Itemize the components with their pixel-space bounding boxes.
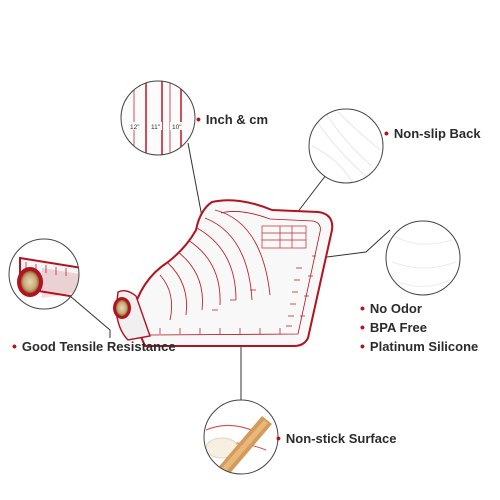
- callout-line-roll: [69, 295, 111, 338]
- mat-grid-ticks: [159, 255, 316, 334]
- bullet-dot: •: [360, 338, 365, 354]
- ruler-mark-12: 12": [130, 124, 140, 131]
- feature-label: Inch & cm: [205, 112, 269, 127]
- feature-label: Platinum Silicone: [369, 339, 479, 354]
- feature-non-slip-back: • Non-slip Back: [384, 125, 481, 142]
- mat-roll-end: [113, 297, 131, 319]
- ruler-mark-10: 10": [172, 124, 182, 131]
- zoom-non-slip-back: [308, 108, 384, 184]
- pastry-mat: [113, 199, 334, 347]
- bullet-dot: •: [384, 125, 389, 141]
- bullet-dot: •: [360, 300, 365, 316]
- zoom-no-odor: [385, 220, 461, 296]
- mat-measurement-chart: [261, 225, 307, 249]
- mat-inner-border: [149, 211, 321, 336]
- bullet-dot: •: [196, 111, 201, 127]
- feature-label: Non-stick Surface: [285, 431, 397, 446]
- feature-label: Non-slip Back: [393, 126, 481, 141]
- bullet-dot: •: [360, 319, 365, 335]
- zoom-tensile: [8, 238, 80, 310]
- bullet-dot: •: [12, 338, 17, 354]
- feature-no-odor: • No Odor: [360, 300, 422, 317]
- feature-label: BPA Free: [369, 320, 427, 335]
- feature-label: No Odor: [369, 301, 422, 316]
- feature-tensile: • Good Tensile Resistance: [12, 338, 176, 355]
- zoom-inch-cm: 12" 11" 10": [120, 80, 196, 156]
- feature-platinum-silicone: • Platinum Silicone: [360, 338, 478, 355]
- feature-non-stick: • Non-stick Surface: [276, 430, 396, 447]
- feature-bpa-free: • BPA Free: [360, 319, 427, 336]
- zoom-non-stick: [203, 399, 279, 475]
- mat-circle-guides: [159, 209, 271, 321]
- ruler-mark-11: 11": [151, 124, 161, 131]
- bullet-dot: •: [276, 430, 281, 446]
- mat-sheet: [130, 199, 334, 347]
- feature-inch-cm: • Inch & cm: [196, 111, 268, 128]
- feature-label: Good Tensile Resistance: [21, 339, 176, 354]
